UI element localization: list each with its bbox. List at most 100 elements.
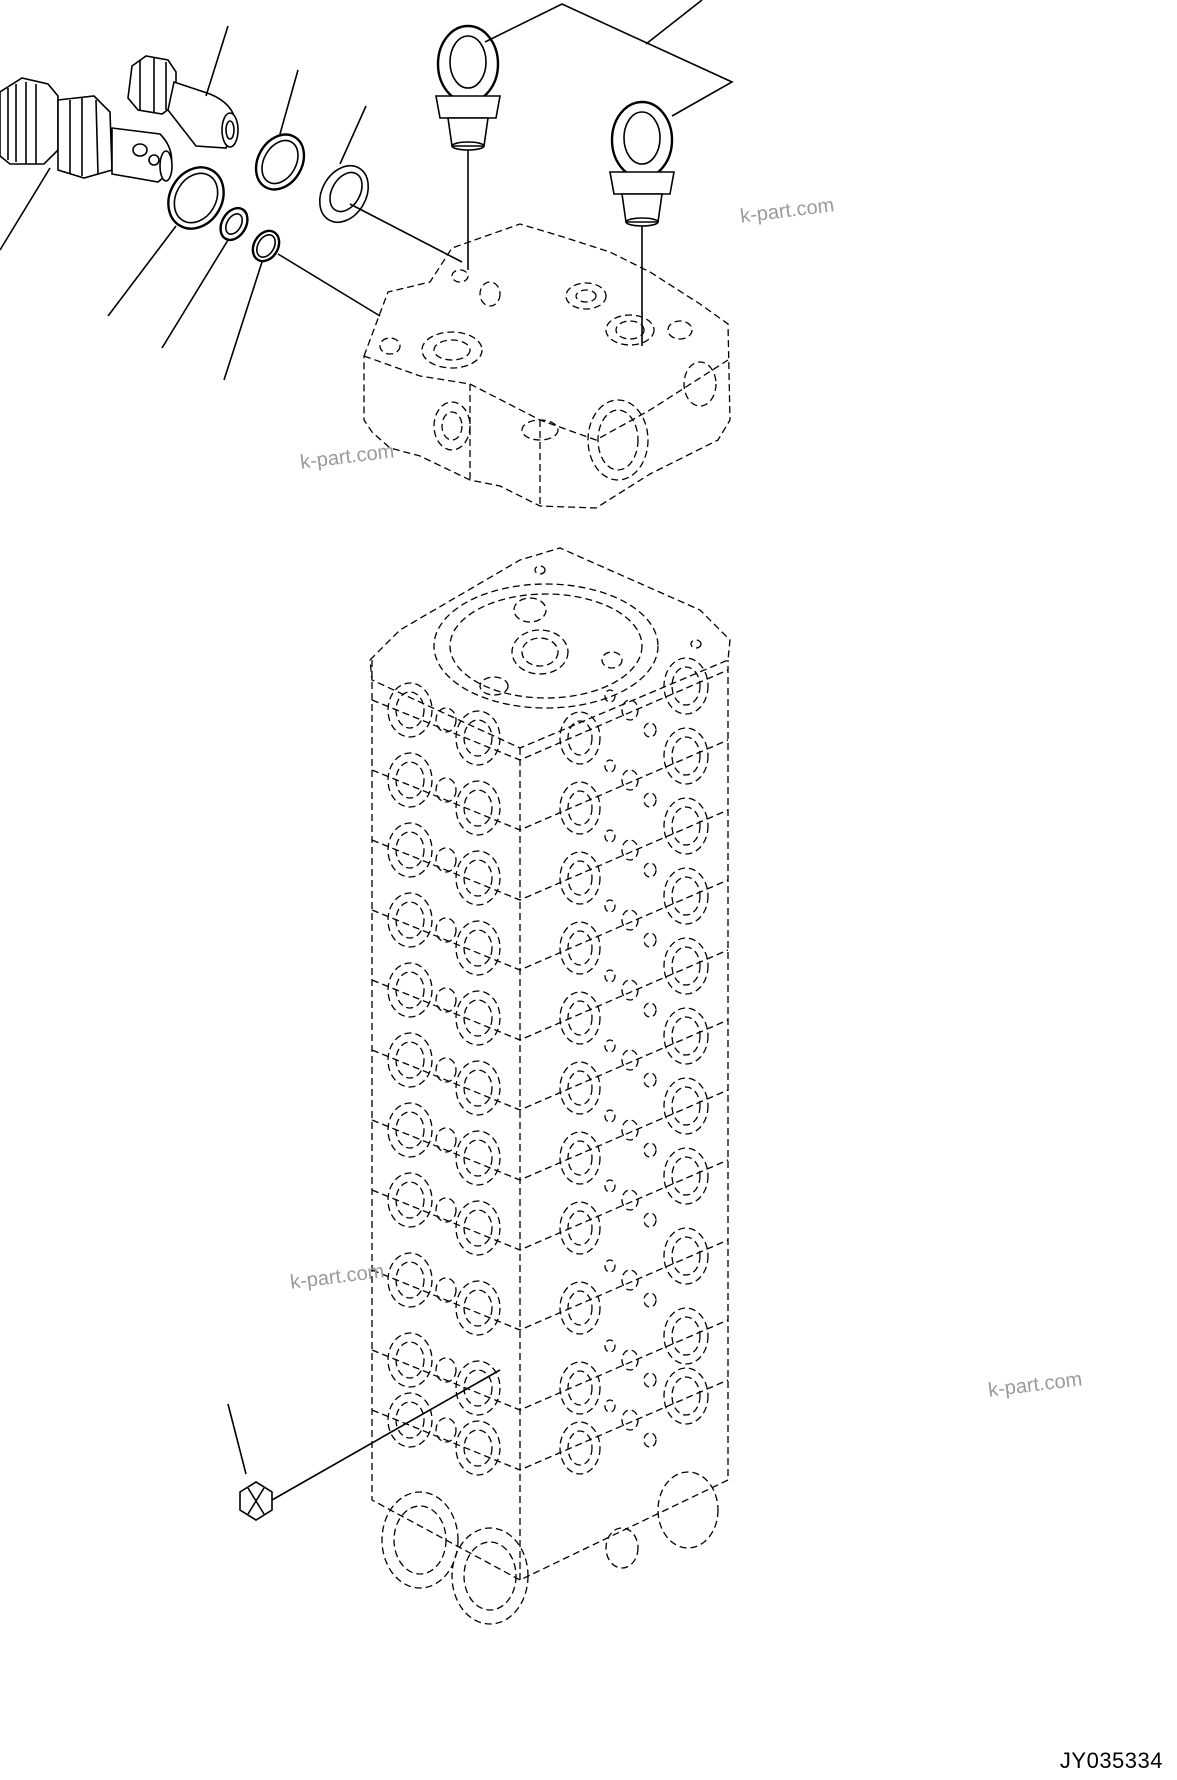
section-divider	[371, 1319, 729, 1411]
port-icon	[605, 1527, 639, 1569]
port-icon	[604, 829, 616, 843]
relief-valve-icon[interactable]	[0, 77, 173, 183]
port-icon	[559, 1281, 601, 1335]
port-icon	[567, 1070, 593, 1106]
eye-bolt-icon[interactable]	[435, 24, 501, 151]
port-icon	[435, 777, 457, 803]
port-icon	[621, 1189, 639, 1211]
port-icon	[455, 780, 501, 836]
section-divider	[371, 1379, 729, 1471]
port-icon	[387, 682, 433, 738]
port-icon	[455, 1280, 501, 1336]
port-icon	[604, 759, 616, 773]
port-icon	[395, 1041, 425, 1079]
port-icon	[559, 1131, 601, 1185]
port-icon	[387, 1392, 433, 1448]
port-icon	[435, 1197, 457, 1223]
backup-ring-icon[interactable]	[215, 203, 253, 244]
port-icon	[567, 1210, 593, 1246]
port-icon	[567, 720, 593, 756]
port-icon	[643, 1292, 657, 1308]
port-icon	[395, 691, 425, 729]
port-icon	[559, 921, 601, 975]
o-ring-icon[interactable]	[248, 226, 285, 266]
port-icon	[671, 946, 701, 986]
port-icon	[435, 987, 457, 1013]
port-icon	[663, 727, 709, 785]
port-icon	[435, 1277, 457, 1303]
port-icon	[559, 1201, 601, 1255]
port-icon	[671, 1086, 701, 1126]
port-icon	[604, 1109, 616, 1123]
port-icon	[463, 719, 493, 757]
section-divider	[371, 1159, 729, 1251]
check-plug-icon[interactable]	[239, 1481, 273, 1521]
port-icon	[395, 1181, 425, 1219]
port-icon	[387, 1332, 433, 1388]
port-icon	[395, 1261, 425, 1299]
port-icon	[604, 969, 616, 983]
section-divider	[371, 1239, 729, 1331]
port-icon	[643, 722, 657, 738]
backup-ring-icon[interactable]	[310, 157, 378, 231]
port-icon	[455, 710, 501, 766]
port-icon	[395, 971, 425, 1009]
port-icon	[567, 1140, 593, 1176]
port-icon	[395, 901, 425, 939]
port-icon	[657, 1471, 719, 1549]
port-icon	[671, 1236, 701, 1276]
port-icon	[455, 1360, 501, 1416]
port-icon	[463, 929, 493, 967]
port-icon	[663, 1147, 709, 1205]
port-icon	[381, 1491, 459, 1589]
port-icon	[643, 1212, 657, 1228]
port-icon	[435, 1127, 457, 1153]
port-icon	[559, 851, 601, 905]
port-icon	[463, 1209, 493, 1247]
port-icon	[455, 1200, 501, 1256]
port-icon	[435, 1357, 457, 1383]
port-icon	[604, 1259, 616, 1273]
port-icon	[621, 699, 639, 721]
port-icon	[463, 859, 493, 897]
o-ring-icon[interactable]	[246, 126, 313, 198]
port-icon	[671, 666, 701, 706]
section-divider	[371, 739, 729, 831]
port-icon	[559, 781, 601, 835]
port-icon	[643, 1372, 657, 1388]
port-icon	[463, 999, 493, 1037]
section-divider	[371, 809, 729, 901]
port-icon	[435, 1417, 457, 1443]
port-icon	[455, 1420, 501, 1476]
port-icon	[671, 876, 701, 916]
port-icon	[393, 1505, 447, 1575]
port-icon	[395, 761, 425, 799]
port-icon	[387, 1172, 433, 1228]
port-icon	[621, 1269, 639, 1291]
port-icon	[567, 1290, 593, 1326]
port-icon	[463, 1541, 517, 1611]
o-ring-icon[interactable]	[157, 157, 234, 238]
port-icon	[435, 707, 457, 733]
section-divider	[371, 949, 729, 1041]
port-icon	[455, 1130, 501, 1186]
port-icon	[455, 850, 501, 906]
port-icon	[451, 1527, 529, 1625]
port-icon	[643, 1432, 657, 1448]
port-icon	[567, 1430, 593, 1466]
port-icon	[463, 1369, 493, 1407]
port-icon	[663, 937, 709, 995]
port-icon	[567, 1370, 593, 1406]
port-icon	[643, 1142, 657, 1158]
port-icon	[663, 867, 709, 925]
port-icon	[671, 1316, 701, 1356]
port-icon	[671, 736, 701, 776]
port-icon	[387, 752, 433, 808]
eye-bolt-icon[interactable]	[609, 100, 675, 227]
section-divider	[371, 1089, 729, 1181]
section-divider	[371, 669, 729, 761]
port-icon	[621, 769, 639, 791]
plug-icon[interactable]	[127, 55, 239, 149]
port-icon	[395, 831, 425, 869]
port-icon	[621, 1409, 639, 1431]
